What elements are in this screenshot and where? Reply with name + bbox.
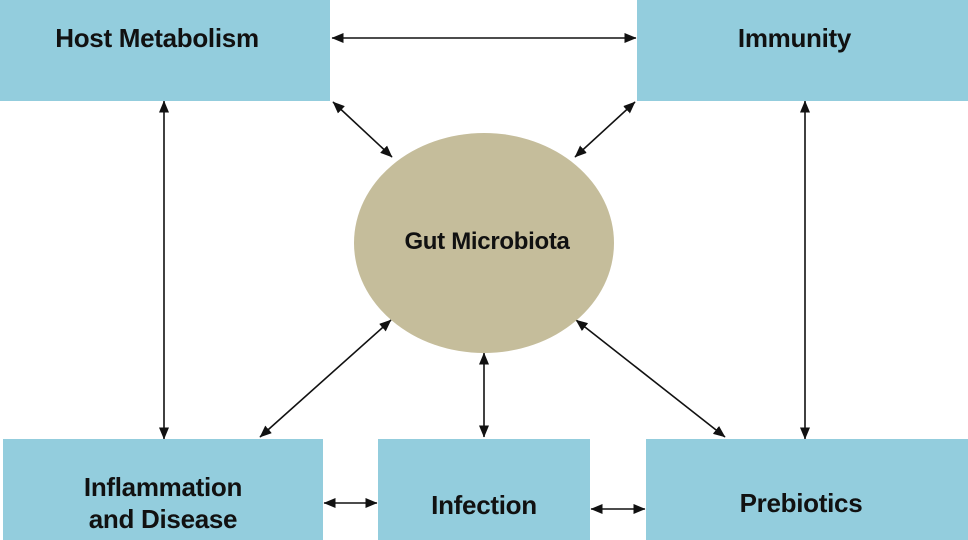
arrow-microbiota-host-metabolism [332, 101, 393, 158]
host-metabolism-box: Host Metabolism [0, 0, 330, 101]
host-metabolism-label: Host Metabolism [55, 22, 259, 53]
arrow-microbiota-prebiotics [575, 319, 726, 438]
arrow-microbiota-immunity [574, 101, 636, 158]
arrow-microbiota-inflammation [259, 319, 392, 438]
infection-label: Infection [431, 489, 537, 520]
gut-microbiota-label: Gut Microbiota [404, 228, 570, 255]
gut-microbiota-circle: Gut Microbiota [354, 133, 614, 353]
immunity-box: Immunity [637, 0, 968, 101]
prebiotics-label: Prebiotics [739, 487, 863, 518]
inflammation-disease-box: Inflammation and Disease [3, 439, 323, 540]
inflammation-disease-label: Inflammation and Disease [83, 471, 243, 534]
infection-box: Infection [378, 439, 590, 540]
prebiotics-box: Prebiotics [646, 439, 968, 540]
immunity-label: Immunity [737, 22, 852, 53]
